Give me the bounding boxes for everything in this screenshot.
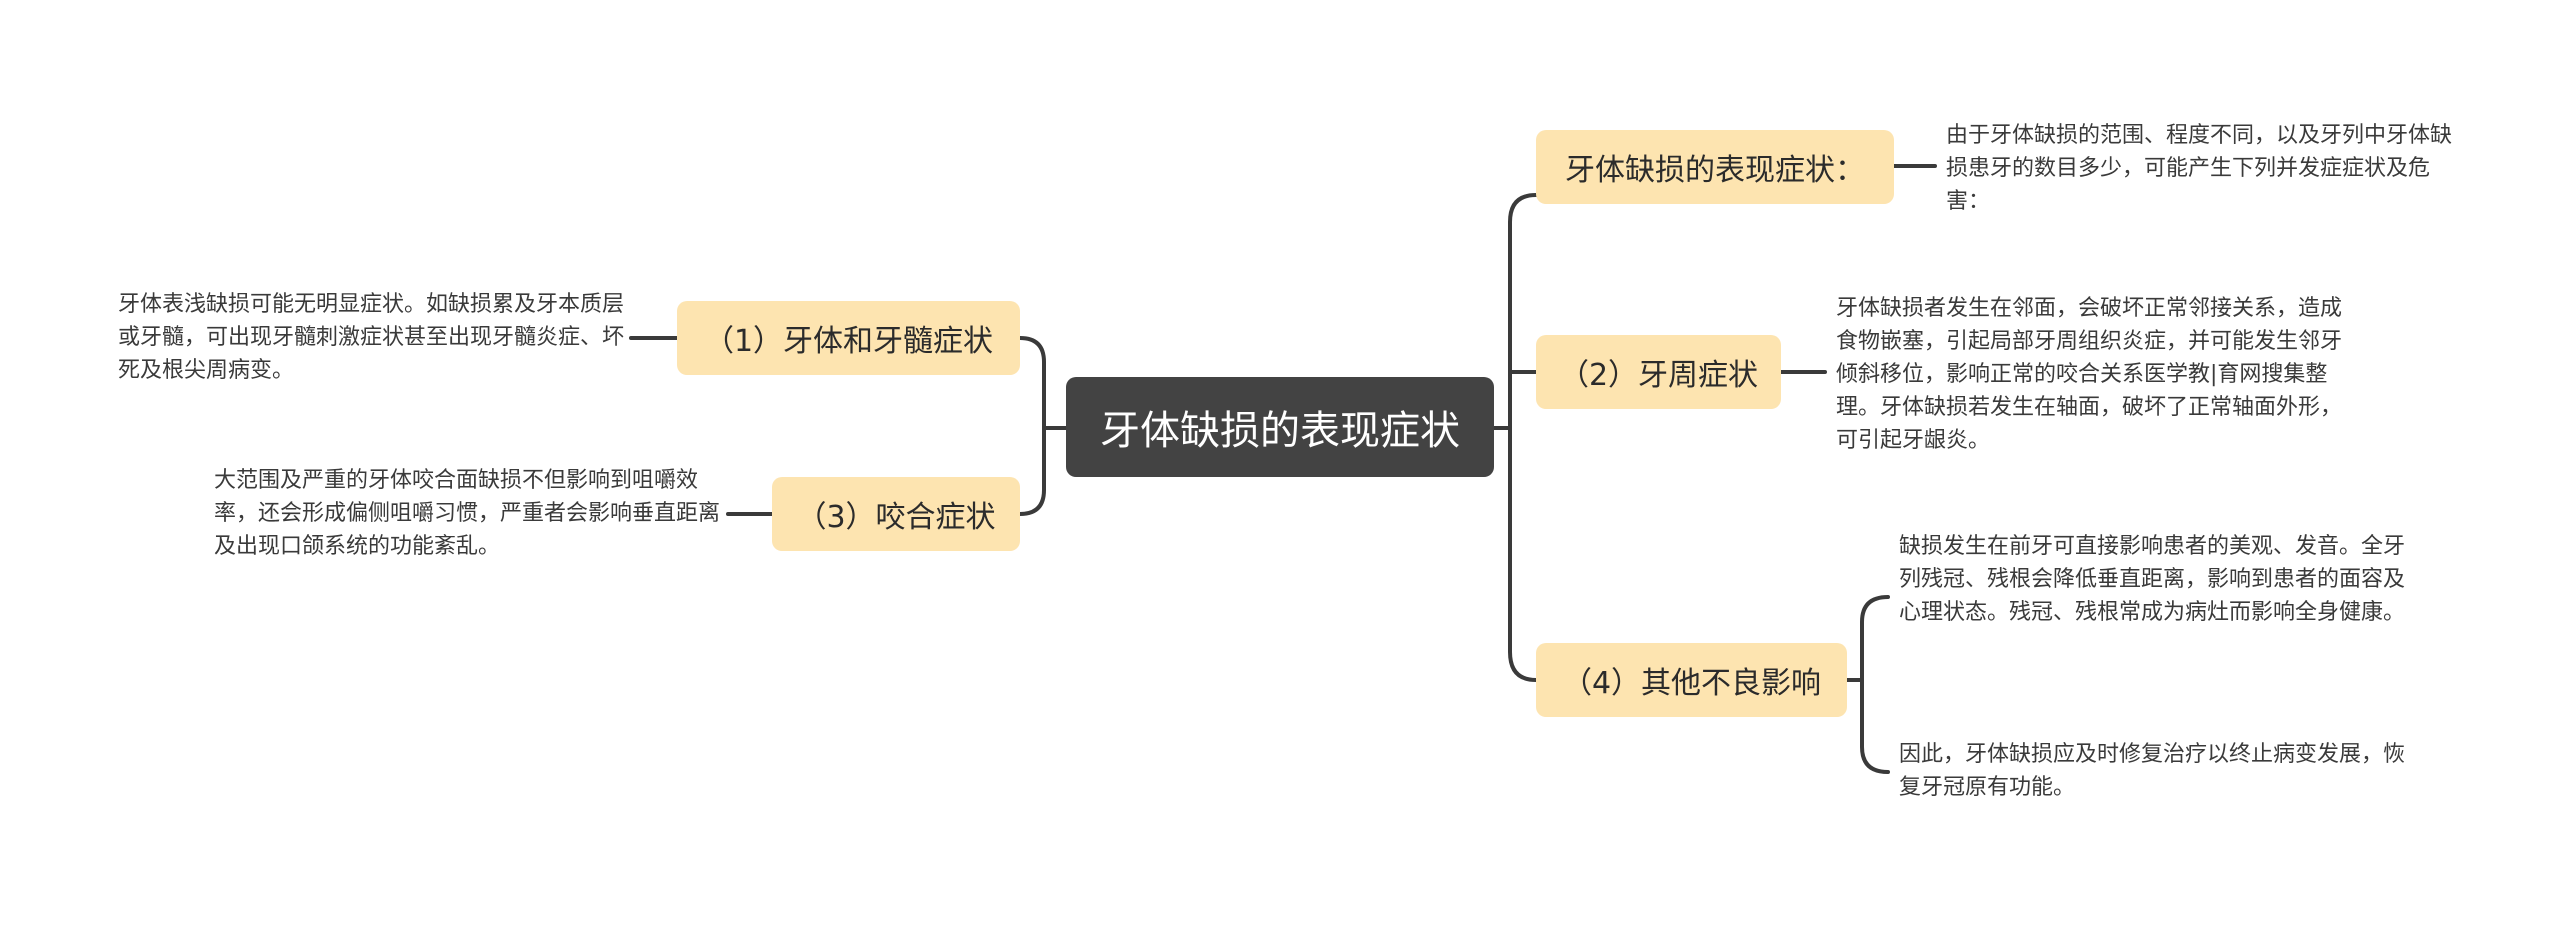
branch-symptoms-overview-label: 牙体缺损的表现症状： <box>1565 153 1865 188</box>
root-topic-label: 牙体缺损的表现症状 <box>1100 408 1460 454</box>
branch-tooth-pulp-symptoms-label: （1）牙体和牙髓症状 <box>703 324 994 359</box>
leaf-symptoms-overview-text: 由于牙体缺损的范围、程度不同，以及牙列中牙体缺损患牙的数目多少，可能产生下列并发… <box>1946 123 2453 214</box>
leaf-other-effects-text-2: 因此，牙体缺损应及时修复治疗以终止病变发展，恢复牙冠原有功能。 <box>1899 742 2406 800</box>
branch-tooth-pulp-symptoms[interactable]: （1）牙体和牙髓症状 <box>677 301 1020 375</box>
branch-other-effects[interactable]: （4）其他不良影响 <box>1536 643 1847 717</box>
branch-occlusal-symptoms[interactable]: （3）咬合症状 <box>772 477 1020 551</box>
connector-right-bracket <box>1508 193 1538 682</box>
leaf-tooth-pulp-text: 牙体表浅缺损可能无明显症状。如缺损累及牙本质层或牙髓，可出现牙髓刺激症状甚至出现… <box>118 292 625 383</box>
connector-left-bracket <box>1018 336 1046 516</box>
root-topic[interactable]: 牙体缺损的表现症状 <box>1066 377 1494 477</box>
connector-branch4-bracket <box>1860 595 1890 774</box>
branch-other-effects-label: （4）其他不良影响 <box>1561 666 1822 701</box>
branch-periodontal-symptoms[interactable]: （2）牙周症状 <box>1536 335 1781 409</box>
leaf-occlusal-text: 大范围及严重的牙体咬合面缺损不但影响到咀嚼效率，还会形成偏侧咀嚼习惯，严重者会影… <box>214 468 721 559</box>
leaf-other-effects-text-1: 缺损发生在前牙可直接影响患者的美观、发音。全牙列残冠、残根会降低垂直距离，影响到… <box>1899 534 2406 625</box>
branch-symptoms-overview[interactable]: 牙体缺损的表现症状： <box>1536 130 1894 204</box>
branch-occlusal-symptoms-label: （3）咬合症状 <box>796 500 996 535</box>
branch-periodontal-symptoms-label: （2）牙周症状 <box>1558 358 1759 393</box>
leaf-periodontal-text: 牙体缺损者发生在邻面，会破坏正常邻接关系，造成食物嵌塞，引起局部牙周组织炎症，并… <box>1836 296 2343 453</box>
